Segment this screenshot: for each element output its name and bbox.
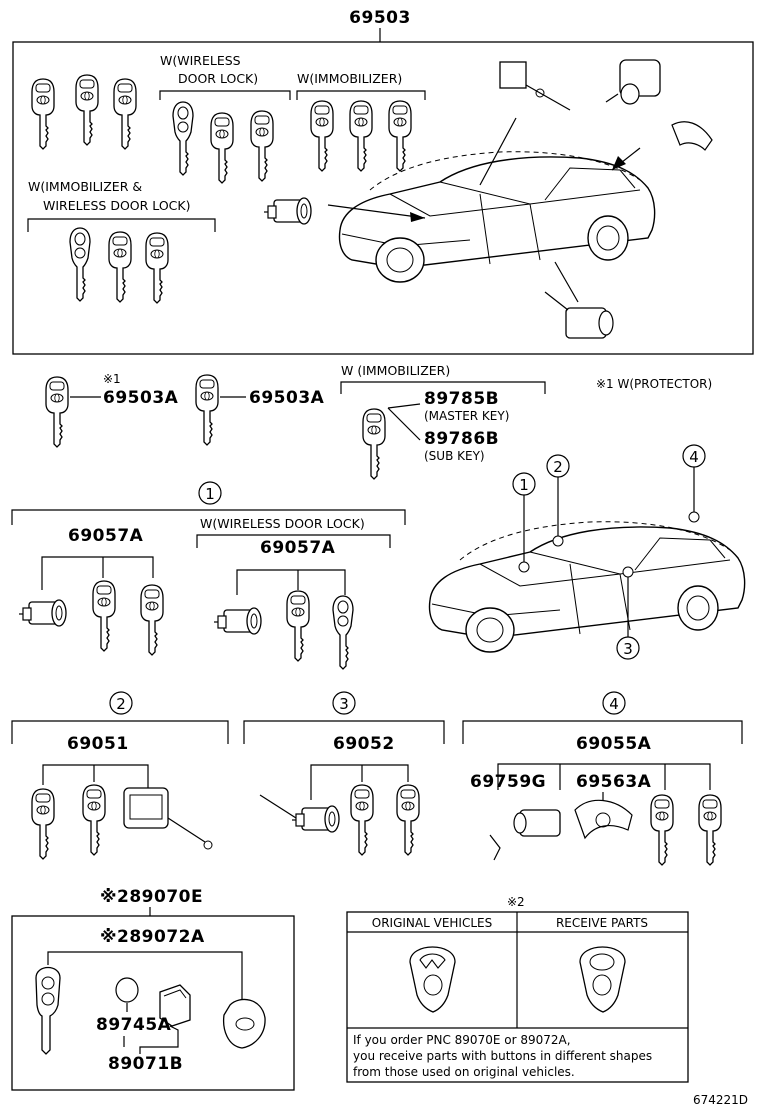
pnc-69051: 69051 bbox=[67, 734, 129, 754]
label-wireless-2: DOOR LOCK) bbox=[178, 71, 258, 86]
key-basic-3 bbox=[113, 78, 137, 150]
key-imm-wireless-2 bbox=[108, 231, 132, 303]
label-wireless-1: W(WIRELESS bbox=[160, 53, 241, 68]
key-3b bbox=[396, 784, 420, 856]
pnc-master-key: 89785B bbox=[424, 389, 499, 409]
key-immobilizer-1 bbox=[310, 100, 334, 172]
pnc-69055a: 69055A bbox=[576, 734, 652, 754]
col-original-vehicles: ORIGINAL VEHICLES bbox=[372, 916, 492, 930]
key-1d bbox=[332, 595, 354, 670]
key-immobilizer-3 bbox=[388, 100, 412, 172]
pnc-69503a-right: 69503A bbox=[249, 388, 325, 408]
original-key-head bbox=[409, 946, 456, 1013]
note-mark-2: ※2 bbox=[507, 895, 525, 909]
pnc-69503a-left: 69503A bbox=[103, 388, 179, 408]
protector-note: ※1 W(PROTECTOR) bbox=[596, 377, 712, 391]
pnc-89072a: ※289072A bbox=[100, 927, 205, 947]
label-immobilizer-keys: W (IMMOBILIZER) bbox=[341, 363, 450, 378]
door-lock-cylinder-2 bbox=[123, 787, 213, 850]
transmitter-case bbox=[159, 984, 191, 1027]
ignition-cylinder-1a bbox=[18, 599, 67, 627]
key-69503a bbox=[195, 374, 219, 446]
car-illustration-top bbox=[338, 151, 656, 283]
label-imm-wireless-2: WIRELESS DOOR LOCK) bbox=[43, 198, 190, 213]
label-imm-wireless-1: W(IMMOBILIZER & bbox=[28, 179, 142, 194]
car-illustration-callouts bbox=[428, 521, 746, 653]
callout-car-2: 2 bbox=[553, 458, 563, 476]
note-line-3: from those used on original vehicles. bbox=[353, 1065, 575, 1079]
pnc-69057a-right: 69057A bbox=[260, 538, 336, 558]
pnc-69052: 69052 bbox=[333, 734, 395, 754]
key-1c bbox=[286, 590, 310, 662]
pnc-69057a-left: 69057A bbox=[68, 526, 144, 546]
desc-master-key: (MASTER KEY) bbox=[424, 409, 509, 423]
trunk-lock-cylinder-top bbox=[605, 59, 713, 151]
key-basic-2 bbox=[75, 74, 99, 146]
callout-3: 3 bbox=[339, 695, 349, 713]
key-4a bbox=[650, 794, 674, 866]
note-line-1: If you order PNC 89070E or 89072A, bbox=[353, 1033, 571, 1047]
ignition-cylinder-top bbox=[263, 197, 312, 225]
note-mark-1: ※1 bbox=[103, 372, 121, 386]
door-lock-cylinder-3 bbox=[291, 805, 340, 833]
ignition-cylinder-1b bbox=[213, 607, 262, 635]
key-imm-wireless-1 bbox=[69, 227, 91, 302]
key-2a bbox=[31, 788, 55, 860]
key-wireless-2 bbox=[210, 112, 234, 184]
pnc-sub-key: 89786B bbox=[424, 429, 499, 449]
callout-1: 1 bbox=[205, 485, 215, 503]
battery-icon bbox=[115, 977, 139, 1003]
key-1b bbox=[140, 584, 164, 656]
door-lock-cylinder-bottom bbox=[544, 291, 614, 339]
key-69503a-protector bbox=[45, 376, 69, 448]
key-cover-89072a bbox=[222, 998, 266, 1049]
assembly-box bbox=[12, 41, 754, 355]
pnc-69563a: 69563A bbox=[576, 772, 652, 792]
trunk-lock-assembly-4 bbox=[489, 799, 633, 861]
callout-car-3: 3 bbox=[623, 640, 633, 658]
key-1a bbox=[92, 580, 116, 652]
key-immobilizer-2 bbox=[349, 100, 373, 172]
main-pnc: 69503 bbox=[349, 8, 411, 28]
pnc-89745a: 89745A bbox=[96, 1015, 172, 1035]
callout-car-1: 1 bbox=[519, 476, 529, 494]
label-immobilizer-top: W(IMMOBILIZER) bbox=[297, 71, 402, 86]
col-receive-parts: RECEIVE PARTS bbox=[556, 916, 648, 930]
door-lock-cylinder-top bbox=[499, 61, 571, 111]
pnc-89070e: ※289070E bbox=[100, 887, 203, 907]
callout-car-4: 4 bbox=[689, 448, 699, 466]
illustration-id: 674221D bbox=[693, 1093, 748, 1107]
note-line-2: you receive parts with buttons in differ… bbox=[353, 1049, 652, 1063]
key-basic-1 bbox=[31, 78, 55, 150]
key-wireless-1 bbox=[172, 101, 194, 176]
key-wireless-3 bbox=[250, 110, 274, 182]
remote-key-box bbox=[11, 915, 295, 1091]
receive-key-head bbox=[579, 946, 626, 1013]
key-2b bbox=[82, 784, 106, 856]
remote-key-89072a bbox=[35, 966, 61, 1055]
desc-sub-key: (SUB KEY) bbox=[424, 449, 485, 463]
pnc-89071b: 89071B bbox=[108, 1054, 183, 1074]
callout-2: 2 bbox=[116, 695, 126, 713]
pnc-69759g: 69759G bbox=[470, 772, 546, 792]
label-wireless-group1: W(WIRELESS DOOR LOCK) bbox=[200, 516, 365, 531]
callout-4: 4 bbox=[609, 695, 619, 713]
key-4b bbox=[698, 794, 722, 866]
key-imm-wireless-3 bbox=[145, 232, 169, 304]
key-3a bbox=[350, 784, 374, 856]
key-master bbox=[362, 408, 386, 480]
